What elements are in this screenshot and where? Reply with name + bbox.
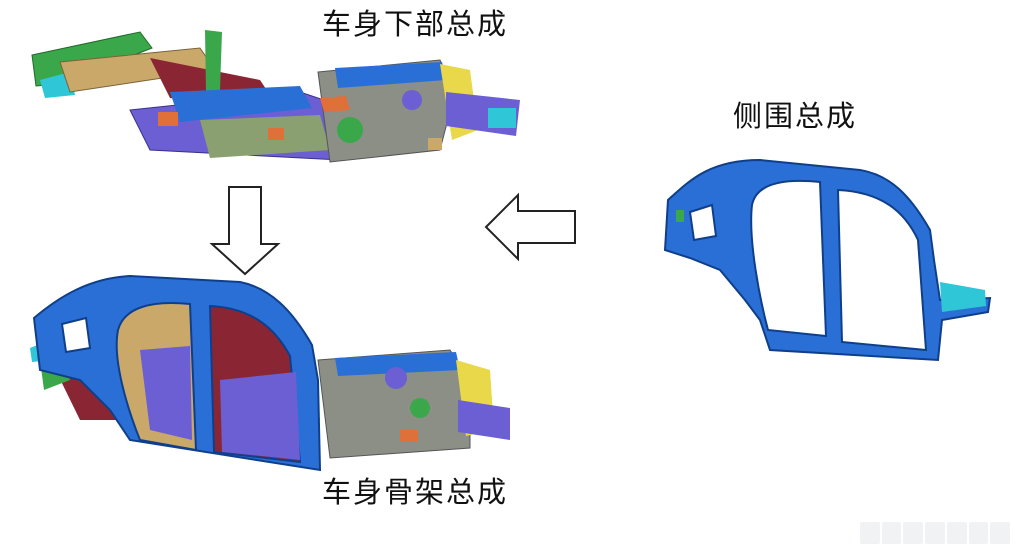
watermark bbox=[860, 522, 1011, 544]
side-panel-assembly-label: 侧围总成 bbox=[733, 99, 858, 133]
side-panel-assembly-image bbox=[663, 158, 992, 362]
underbody-assembly-image bbox=[31, 30, 520, 163]
arrow-left-icon bbox=[484, 192, 576, 262]
body-in-white-assembly-label: 车身骨架总成 bbox=[322, 475, 509, 509]
arrow-down-icon bbox=[209, 186, 281, 276]
body-in-white-assembly-image bbox=[30, 274, 510, 472]
underbody-assembly-label: 车身下部总成 bbox=[322, 7, 509, 41]
